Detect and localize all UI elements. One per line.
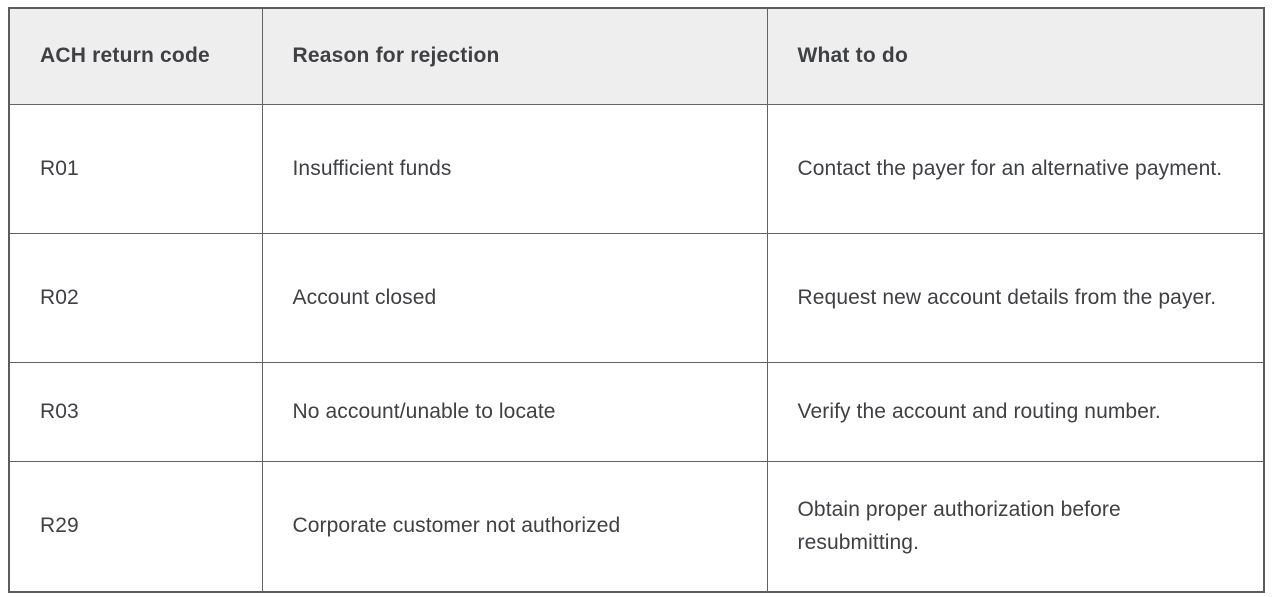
cell-value: Contact the payer for an alternative pay…: [797, 156, 1223, 180]
cell-value: R01: [40, 156, 79, 180]
cell-reason-for-rejection: Corporate customer not authorized: [261, 461, 768, 593]
cell-value: Corporate customer not authorized: [292, 514, 621, 538]
table-body: R01 Insufficient funds Contact the payer…: [8, 104, 1265, 593]
table-header-row: ACH return code Reason for rejection Wha…: [8, 7, 1265, 105]
table-row: R02 Account closed Request new account d…: [8, 233, 1265, 363]
column-header-label: ACH return code: [40, 44, 210, 68]
column-header-ach-return-code: ACH return code: [8, 7, 263, 105]
cell-value: R03: [40, 399, 79, 423]
column-header-label: Reason for rejection: [292, 44, 500, 68]
column-header-label: What to do: [797, 44, 908, 68]
cell-what-to-do: Verify the account and routing number.: [766, 362, 1265, 462]
cell-ach-return-code: R02: [8, 233, 263, 363]
cell-what-to-do: Contact the payer for an alternative pay…: [766, 104, 1265, 234]
cell-what-to-do: Obtain proper authorization before resub…: [766, 461, 1265, 593]
cell-value: No account/unable to locate: [292, 399, 556, 423]
column-header-what-to-do: What to do: [766, 7, 1265, 105]
cell-what-to-do: Request new account details from the pay…: [766, 233, 1265, 363]
table-container: ACH return code Reason for rejection Wha…: [8, 7, 1265, 593]
cell-value: Request new account details from the pay…: [797, 285, 1217, 309]
table-row: R01 Insufficient funds Contact the payer…: [8, 104, 1265, 234]
table-header: ACH return code Reason for rejection Wha…: [8, 7, 1265, 105]
cell-ach-return-code: R01: [8, 104, 263, 234]
table-row: R03 No account/unable to locate Verify t…: [8, 362, 1265, 462]
cell-reason-for-rejection: Insufficient funds: [261, 104, 768, 234]
cell-value: R02: [40, 285, 79, 309]
cell-value: Obtain proper authorization before resub…: [797, 497, 1121, 554]
ach-return-codes-table: ACH return code Reason for rejection Wha…: [8, 7, 1265, 593]
cell-value: R29: [40, 514, 79, 538]
cell-reason-for-rejection: Account closed: [261, 233, 768, 363]
cell-value: Verify the account and routing number.: [797, 399, 1161, 423]
cell-ach-return-code: R29: [8, 461, 263, 593]
cell-value: Account closed: [292, 285, 437, 309]
column-header-reason-for-rejection: Reason for rejection: [261, 7, 768, 105]
table-row: R29 Corporate customer not authorized Ob…: [8, 461, 1265, 593]
cell-ach-return-code: R03: [8, 362, 263, 462]
cell-value: Insufficient funds: [292, 156, 452, 180]
cell-reason-for-rejection: No account/unable to locate: [261, 362, 768, 462]
